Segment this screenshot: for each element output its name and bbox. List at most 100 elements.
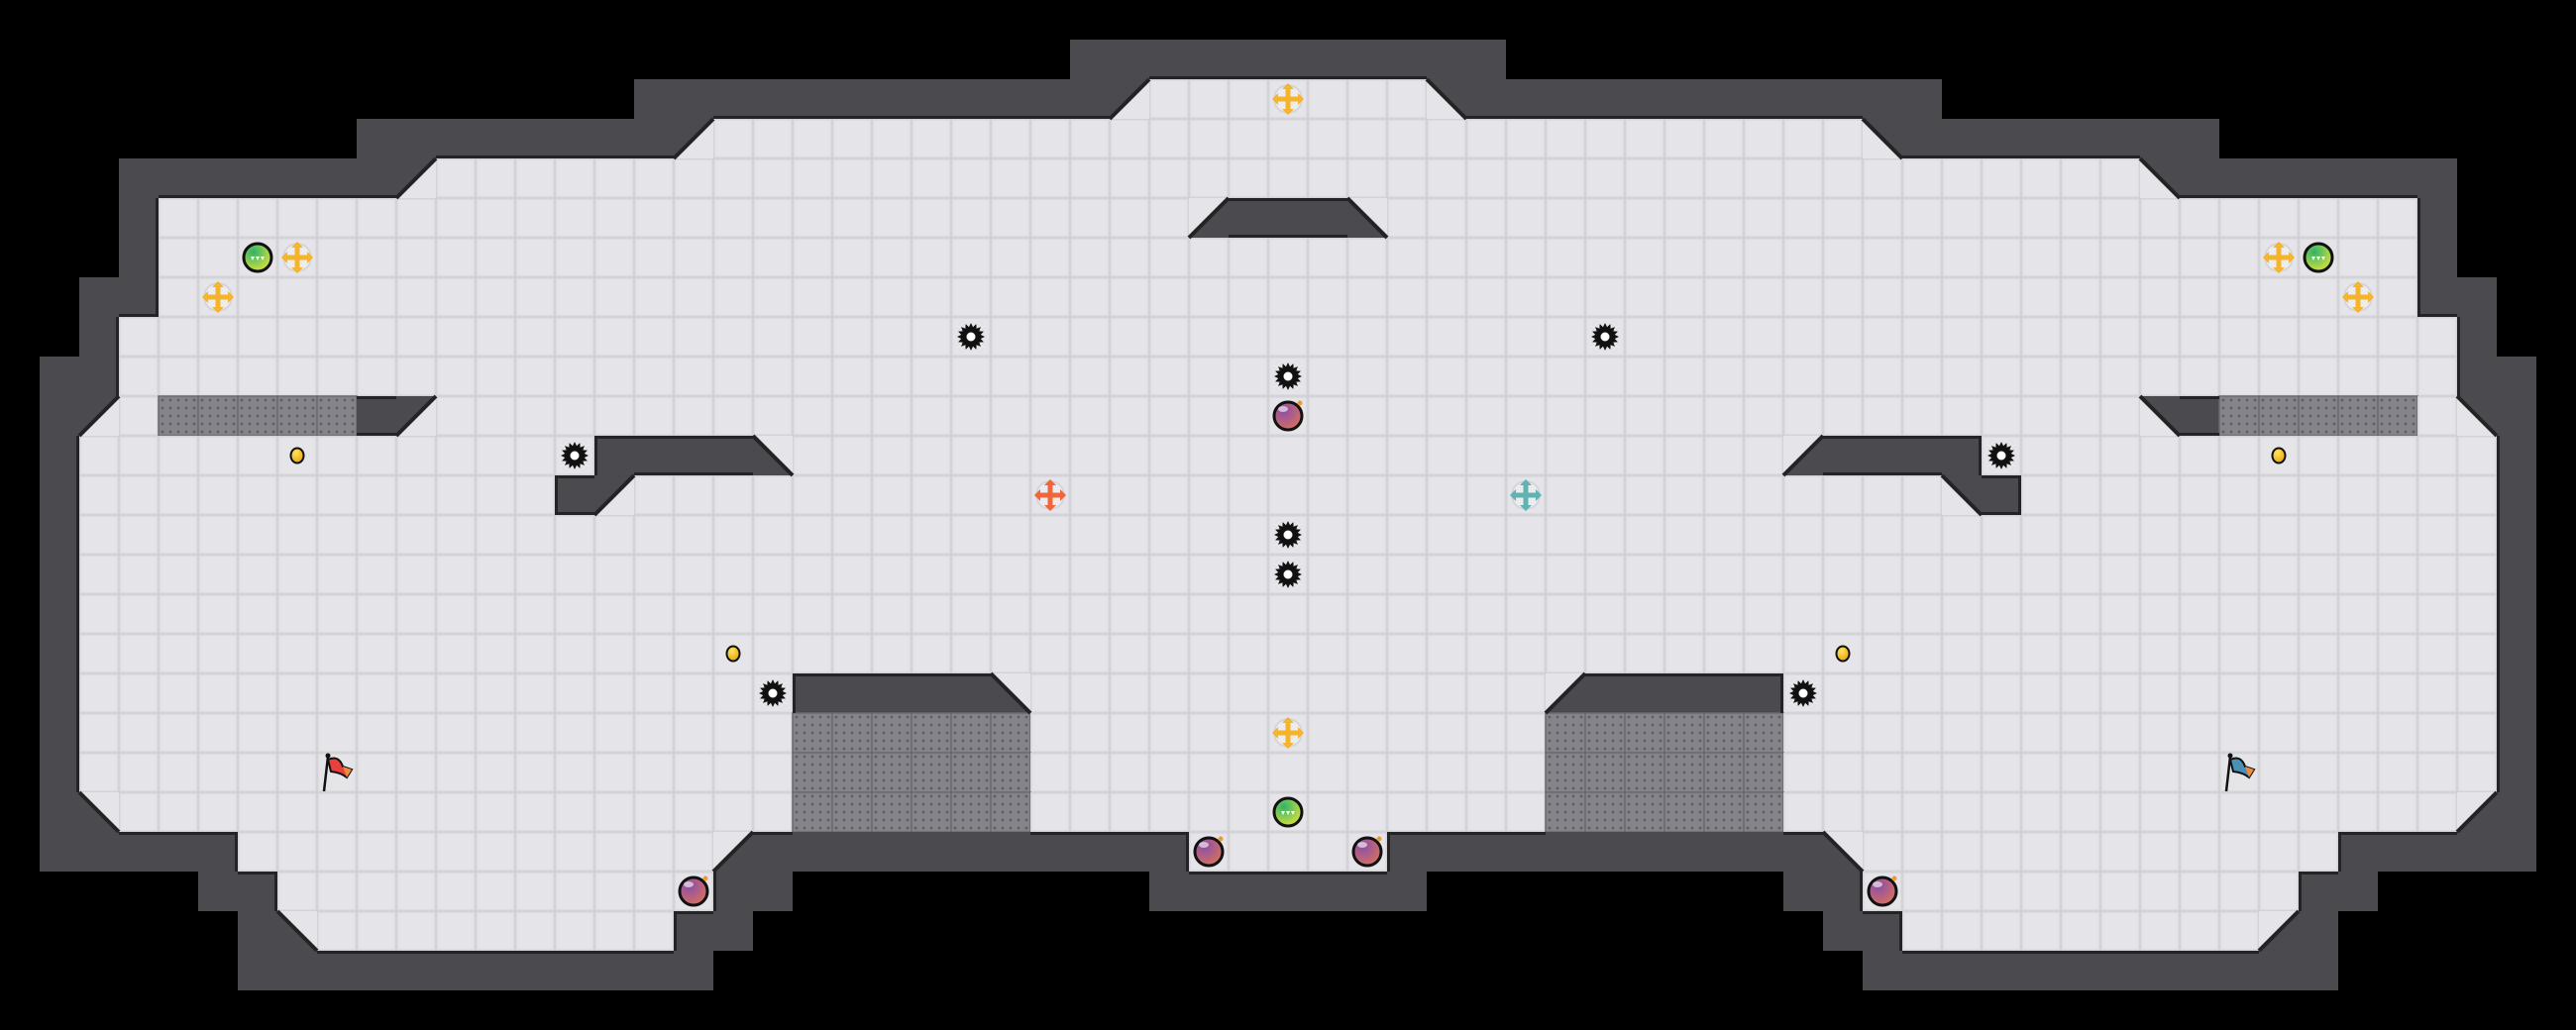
floor-tile bbox=[1308, 79, 1347, 119]
floor-tile bbox=[1347, 436, 1387, 475]
floor-tile bbox=[951, 357, 991, 396]
wall-edge bbox=[238, 872, 277, 875]
floor-tile bbox=[1347, 753, 1387, 792]
wall-tile bbox=[119, 198, 159, 238]
floor-tile bbox=[1664, 277, 1704, 317]
floor-tile bbox=[951, 238, 991, 277]
floor-tile bbox=[1704, 475, 1744, 515]
floor-tile bbox=[634, 158, 674, 198]
floor-tile bbox=[1585, 277, 1625, 317]
floor-tile bbox=[991, 594, 1030, 634]
floor-tile bbox=[79, 753, 119, 792]
wall-edge bbox=[2180, 433, 2219, 436]
floor-tile bbox=[396, 317, 436, 357]
wall-edge bbox=[1704, 673, 1744, 676]
floor-tile bbox=[1942, 238, 1982, 277]
button-icon bbox=[289, 447, 305, 464]
wall-tile bbox=[793, 673, 832, 713]
wall-edge bbox=[634, 436, 674, 439]
wall-edge bbox=[76, 475, 79, 515]
wall-edge bbox=[515, 951, 555, 954]
floor-tile bbox=[2180, 792, 2219, 832]
wall-edge bbox=[1982, 512, 2021, 515]
floor-tile bbox=[2299, 832, 2338, 872]
floor-tile bbox=[1110, 753, 1149, 792]
wall-edge bbox=[274, 872, 277, 911]
floor-tile bbox=[476, 594, 515, 634]
wall-edge bbox=[1863, 436, 1902, 439]
floor-tile bbox=[634, 277, 674, 317]
floor-tile bbox=[1744, 475, 1783, 515]
floor-tile bbox=[1863, 357, 1902, 396]
floor-tile bbox=[594, 357, 634, 396]
floor-tile bbox=[674, 594, 713, 634]
floor-tile bbox=[832, 119, 872, 158]
wall-edge bbox=[1030, 116, 1070, 119]
floor-tile bbox=[1427, 555, 1466, 594]
wall-edge bbox=[1189, 76, 1229, 79]
floor-tile bbox=[1427, 634, 1466, 673]
wall-edge bbox=[1387, 76, 1427, 79]
floor-tile bbox=[1982, 634, 2021, 673]
wall-edge bbox=[119, 832, 159, 835]
floor-tile bbox=[1546, 277, 1585, 317]
floor-tile bbox=[991, 317, 1030, 357]
floor-tile bbox=[396, 594, 436, 634]
wall-tile bbox=[2338, 158, 2378, 198]
floor-tile bbox=[1110, 673, 1149, 713]
wall-tile bbox=[476, 119, 515, 158]
floor-tile bbox=[1268, 317, 1308, 357]
wall-edge bbox=[1229, 235, 1268, 238]
floor-tile bbox=[872, 594, 912, 634]
floor-tile bbox=[2219, 357, 2259, 396]
gate-tile bbox=[871, 752, 912, 793]
floor-tile bbox=[1982, 753, 2021, 792]
floor-tile bbox=[1506, 317, 1546, 357]
floor-tile bbox=[2140, 872, 2180, 911]
floor-tile bbox=[1149, 436, 1189, 475]
wall-edge-layer bbox=[76, 76, 2500, 954]
floor-tile bbox=[674, 198, 713, 238]
floor-tile bbox=[1546, 634, 1585, 673]
wall-edge bbox=[1902, 472, 1942, 475]
floor-tile bbox=[674, 475, 713, 515]
floor-tile bbox=[1783, 119, 1823, 158]
wall-edge bbox=[832, 116, 872, 119]
floor-tile bbox=[1427, 753, 1466, 792]
wall-edge bbox=[912, 116, 951, 119]
floor-tile bbox=[1585, 357, 1625, 396]
floor-tile bbox=[594, 753, 634, 792]
floor-tile bbox=[1942, 594, 1982, 634]
wall-edge bbox=[1506, 116, 1546, 119]
wall-edge bbox=[2021, 951, 2061, 954]
wall-tile bbox=[1070, 40, 1110, 79]
spike-icon bbox=[1987, 442, 2015, 469]
floor-tile bbox=[832, 198, 872, 238]
floor-tile bbox=[2021, 555, 2061, 594]
floor-tile bbox=[1823, 396, 1863, 436]
wall-edge bbox=[1347, 76, 1387, 79]
wall-tile bbox=[40, 475, 79, 515]
floor-tile bbox=[1664, 634, 1704, 673]
floor-tile bbox=[476, 436, 515, 475]
floor-tile bbox=[1942, 317, 1982, 357]
floor-tile bbox=[634, 555, 674, 594]
floor-tile bbox=[1902, 872, 1942, 911]
floor-tile bbox=[2100, 753, 2140, 792]
floor-tile bbox=[1387, 634, 1427, 673]
wall-tile bbox=[2180, 396, 2219, 436]
floor-tile bbox=[2259, 515, 2299, 555]
floor-tile bbox=[1030, 713, 1070, 753]
floor-tile bbox=[991, 634, 1030, 673]
floor-tile bbox=[1585, 555, 1625, 594]
floor-tile bbox=[1863, 673, 1902, 713]
floor-tile bbox=[1149, 713, 1189, 753]
floor-tile bbox=[1506, 396, 1546, 436]
floor-tile bbox=[198, 555, 238, 594]
wall-tile bbox=[2497, 792, 2536, 832]
wall-tile bbox=[1110, 832, 1149, 872]
floor-tile bbox=[1625, 158, 1664, 198]
wall-tile bbox=[2299, 951, 2338, 990]
floor-tile bbox=[396, 277, 436, 317]
floor-tile bbox=[476, 911, 515, 951]
